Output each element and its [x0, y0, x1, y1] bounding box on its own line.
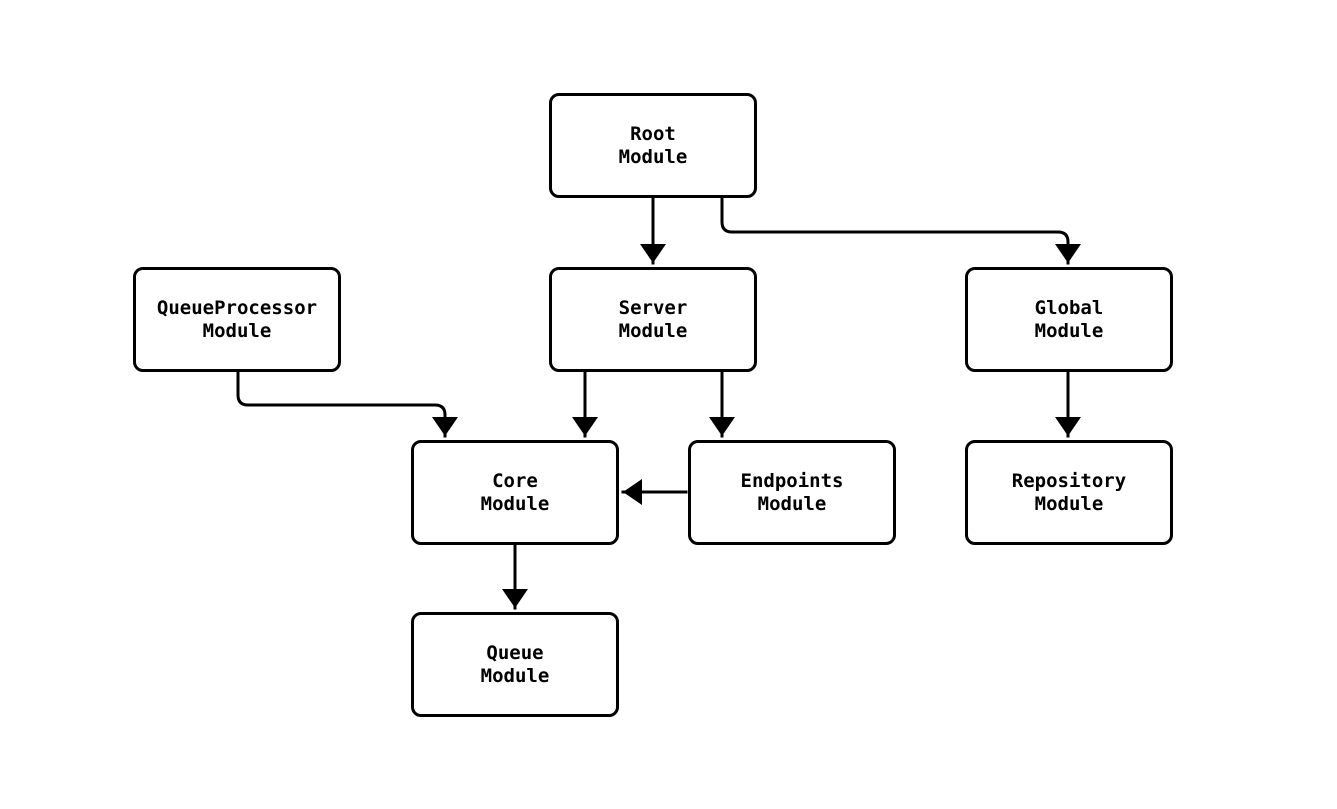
- node-server-module: Server Module: [549, 267, 757, 372]
- edge-root-to-global: [720, 196, 1081, 265]
- node-global-module-label: Global Module: [1034, 296, 1104, 342]
- node-endpoints-module-label: Endpoints Module: [740, 469, 844, 515]
- node-root-module-label: Root Module: [618, 122, 688, 168]
- node-queue-module: Queue Module: [411, 612, 619, 717]
- node-core-module-label: Core Module: [480, 469, 550, 515]
- node-queue-module-label: Queue Module: [480, 641, 550, 687]
- edge-queueprocessor-to-core: [236, 370, 458, 438]
- node-global-module: Global Module: [965, 267, 1173, 372]
- node-queueprocessor-module: QueueProcessor Module: [133, 267, 341, 372]
- node-queueprocessor-module-label: QueueProcessor Module: [156, 296, 318, 342]
- node-server-module-label: Server Module: [618, 296, 688, 342]
- node-root-module: Root Module: [549, 93, 757, 198]
- node-repository-module: Repository Module: [965, 440, 1173, 545]
- node-endpoints-module: Endpoints Module: [688, 440, 896, 545]
- node-core-module: Core Module: [411, 440, 619, 545]
- node-repository-module-label: Repository Module: [1011, 469, 1127, 515]
